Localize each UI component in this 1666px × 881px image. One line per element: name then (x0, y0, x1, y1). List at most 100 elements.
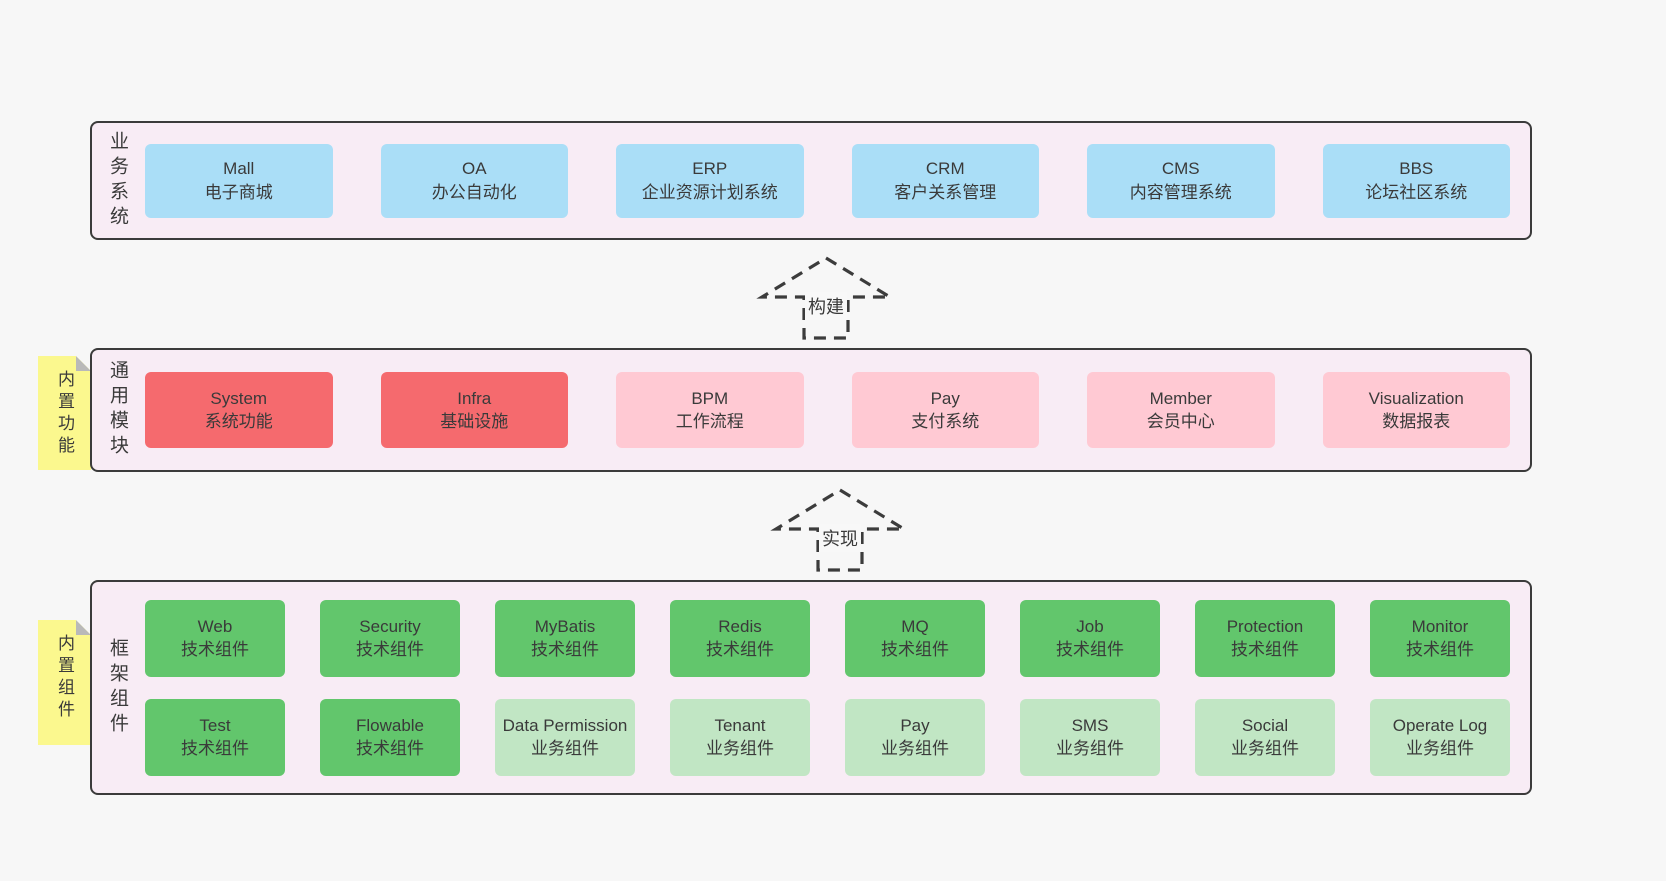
component-box-protection: Protection 技术组件 (1195, 599, 1335, 677)
box-name: Data Permission (502, 715, 628, 735)
modules-box-row: System 系统功能 Infra 基础设施 BPM 工作流程 Pay 支付系统… (145, 372, 1530, 448)
box-name: Web (197, 616, 233, 636)
business-box-oa: OA 办公自动化 (380, 143, 568, 218)
component-box-operate-log: Operate Log 业务组件 (1370, 698, 1510, 776)
box-name: Test (199, 715, 231, 735)
box-name: Security (359, 616, 421, 636)
component-box-social: Social 业务组件 (1195, 698, 1335, 776)
box-name: Social (1241, 715, 1289, 735)
box-name: CMS (1161, 159, 1200, 179)
box-desc: 技术组件 (1231, 640, 1299, 659)
box-name: BPM (691, 388, 729, 408)
module-box-member: Member 会员中心 (1087, 372, 1275, 448)
components-box-row-1: Web 技术组件 Security 技术组件 MyBatis 技术组件 Redi… (145, 599, 1510, 677)
component-box-data-permission: Data Permission 业务组件 (495, 698, 635, 776)
box-name: Visualization (1368, 388, 1464, 408)
component-box-web: Web 技术组件 (145, 599, 285, 677)
business-box-row: Mall 电子商城 OA 办公自动化 ERP 企业资源计划系统 CRM 客户关系… (145, 143, 1530, 218)
panel-label-components: 框架组件 (107, 637, 128, 738)
component-box-monitor: Monitor 技术组件 (1370, 599, 1510, 677)
module-box-pay: Pay 支付系统 (851, 372, 1039, 448)
business-box-crm: CRM 客户关系管理 (851, 143, 1039, 218)
component-box-redis: Redis 技术组件 (670, 599, 810, 677)
box-desc: 会员中心 (1146, 412, 1215, 431)
box-desc: 企业资源计划系统 (641, 182, 778, 202)
common-modules-panel: 通用模块 System 系统功能 Infra 基础设施 BPM 工作流程 Pay… (90, 348, 1532, 472)
box-name: BBS (1399, 159, 1434, 179)
box-name: Tenant (714, 715, 766, 735)
box-name: Pay (930, 388, 960, 408)
box-name: OA (461, 159, 487, 179)
box-desc: 办公自动化 (431, 182, 517, 202)
box-desc: 论坛社区系统 (1365, 182, 1468, 202)
components-rows: Web 技术组件 Security 技术组件 MyBatis 技术组件 Redi… (145, 599, 1530, 776)
box-name: Infra (457, 388, 492, 408)
box-name: SMS (1071, 715, 1109, 735)
box-desc: 业务组件 (881, 739, 949, 758)
box-name: Redis (718, 616, 762, 636)
sticky-note-builtin-features: 内置功能 (38, 356, 91, 470)
module-box-infra: Infra 基础设施 (380, 372, 568, 448)
module-box-visualization: Visualization 数据报表 (1322, 372, 1510, 448)
up-arrow-icon (756, 256, 896, 340)
box-desc: 工作流程 (675, 412, 744, 431)
box-desc: 业务组件 (1231, 739, 1299, 758)
box-name: Operate Log (1392, 715, 1488, 735)
box-name: Protection (1226, 616, 1304, 636)
box-desc: 技术组件 (181, 739, 249, 758)
box-desc: 系统功能 (204, 412, 273, 431)
box-desc: 数据报表 (1382, 412, 1451, 431)
box-desc: 业务组件 (1056, 739, 1124, 758)
sticky-note-label: 内置组件 (55, 634, 74, 722)
panel-label-modules: 通用模块 (107, 360, 128, 460)
business-systems-panel: 业务系统 Mall 电子商城 OA 办公自动化 ERP 企业资源计划系统 CRM… (90, 121, 1532, 240)
box-name: MQ (901, 616, 929, 636)
box-desc: 技术组件 (1406, 640, 1474, 659)
component-box-job: Job 技术组件 (1020, 599, 1160, 677)
components-box-row-2: Test 技术组件 Flowable 技术组件 Data Permission … (145, 698, 1510, 776)
box-desc: 技术组件 (181, 640, 249, 659)
module-box-bpm: BPM 工作流程 (616, 372, 804, 448)
box-name: Job (1076, 616, 1104, 636)
component-box-security: Security 技术组件 (320, 599, 460, 677)
box-name: Monitor (1411, 616, 1469, 636)
build-arrow: 构建 (756, 254, 896, 342)
box-desc: 技术组件 (881, 640, 949, 659)
box-desc: 技术组件 (356, 640, 424, 659)
component-box-flowable: Flowable 技术组件 (320, 698, 460, 776)
box-desc: 业务组件 (531, 739, 599, 758)
panel-label-business: 业务系统 (107, 130, 128, 231)
sticky-note-label: 内置功能 (55, 370, 74, 458)
box-desc: 业务组件 (706, 739, 774, 758)
business-box-erp: ERP 企业资源计划系统 (616, 143, 804, 218)
box-desc: 技术组件 (356, 739, 424, 758)
business-box-mall: Mall 电子商城 (145, 143, 333, 218)
box-name: Mall (223, 159, 255, 179)
box-name: Member (1149, 388, 1212, 408)
framework-components-panel: 框架组件 Web 技术组件 Security 技术组件 MyBatis 技术组件… (90, 580, 1532, 795)
box-desc: 电子商城 (204, 182, 273, 202)
box-desc: 基础设施 (440, 412, 509, 431)
implement-arrow-label: 实现 (819, 524, 861, 552)
up-arrow-icon (770, 488, 910, 572)
box-name: Pay (900, 715, 930, 735)
box-desc: 客户关系管理 (894, 182, 997, 202)
business-box-cms: CMS 内容管理系统 (1087, 143, 1275, 218)
box-desc: 内容管理系统 (1129, 182, 1232, 202)
box-name: System (210, 388, 268, 408)
component-box-mq: MQ 技术组件 (845, 599, 985, 677)
component-box-tenant: Tenant 业务组件 (670, 698, 810, 776)
component-box-sms: SMS 业务组件 (1020, 698, 1160, 776)
box-name: MyBatis (534, 616, 596, 636)
box-desc: 技术组件 (1056, 640, 1124, 659)
box-name: CRM (925, 159, 965, 179)
module-box-system: System 系统功能 (145, 372, 333, 448)
box-desc: 业务组件 (1406, 739, 1474, 758)
sticky-note-builtin-components: 内置组件 (38, 620, 91, 745)
box-desc: 技术组件 (531, 640, 599, 659)
box-desc: 支付系统 (911, 412, 980, 431)
box-desc: 技术组件 (706, 640, 774, 659)
component-box-pay: Pay 业务组件 (845, 698, 985, 776)
build-arrow-label: 构建 (805, 292, 847, 320)
